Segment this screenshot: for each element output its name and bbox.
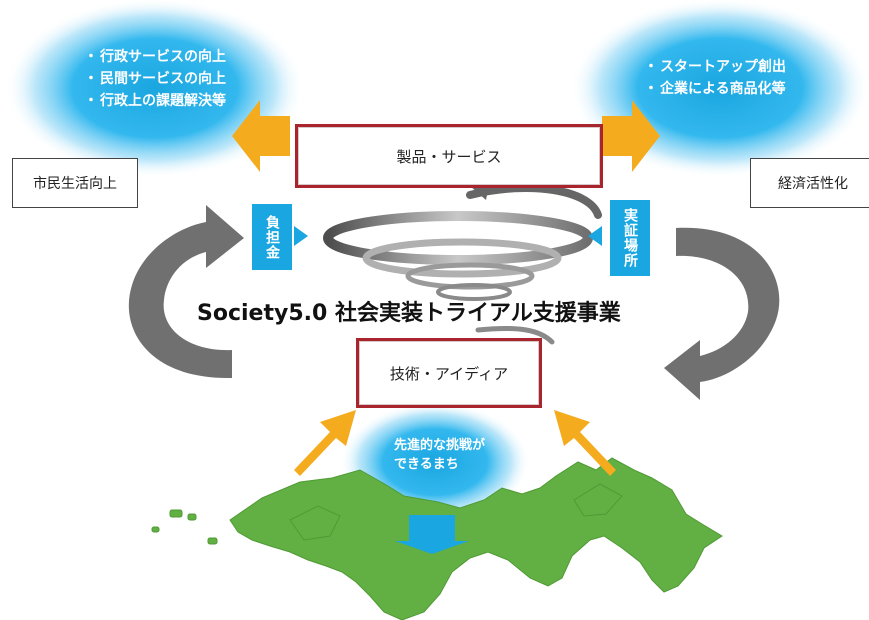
orange-arrow-to-left-bubble-icon [232, 100, 290, 172]
orange-arrow-left-up-icon [294, 410, 356, 476]
orange-arrow-to-right-bubble-icon [602, 100, 660, 172]
tech-idea-label: 技術・アイディア [389, 364, 509, 383]
bubble-item: 行政サービスの向上 [84, 46, 226, 68]
testbed-arrow-icon [588, 226, 602, 246]
product-service-label: 製品・サービス [396, 147, 502, 166]
orange-arrow-right-up-icon [554, 410, 616, 476]
tech-idea-box: 技術・アイディア [356, 338, 542, 408]
center-bubble-text: 先進的な挑戦ができるまち [394, 438, 486, 472]
bubble-item: 行政上の課題解決等 [84, 90, 226, 112]
map-shape [151, 457, 723, 620]
burden-label: 負担金 [252, 204, 292, 270]
swirl-graphic [323, 180, 602, 345]
bubble-item: 企業による商品化等 [644, 78, 786, 100]
right-cycle-arrow-icon [664, 227, 780, 400]
product-service-box: 製品・サービス [295, 124, 603, 188]
main-title: Society5.0 社会実装トライアル支援事業 [197, 301, 621, 326]
bubble-item: スタートアップ創出 [644, 56, 786, 78]
top-right-bubble-list: スタートアップ創出 企業による商品化等 [644, 56, 786, 100]
left-cycle-arrow-icon [128, 205, 244, 379]
bubble-item: 民間サービスの向上 [84, 68, 226, 90]
testbed-label: 実証場所 [610, 200, 650, 276]
top-left-bubble-list: 行政サービスの向上 民間サービスの向上 行政上の課題解決等 [84, 46, 226, 112]
down-arrow-icon [395, 515, 469, 554]
left-label-box: 市民生活向上 [12, 158, 138, 208]
burden-arrow-icon [294, 226, 308, 246]
right-label-box: 経済活性化 [750, 158, 869, 208]
